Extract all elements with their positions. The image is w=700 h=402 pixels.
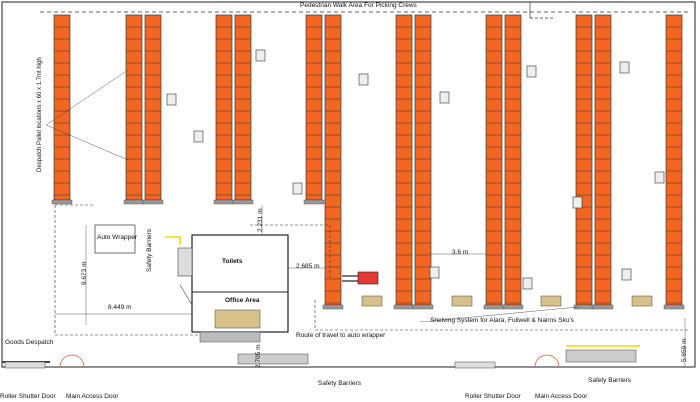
- barrier-office: [165, 236, 181, 245]
- leader-3: [419, 306, 579, 323]
- main-access-right-label: Main Access Door: [535, 393, 588, 400]
- goods-despatch-label: Goods Despatch: [5, 339, 54, 346]
- dim-5659-label: 5.659 m: [681, 338, 688, 363]
- dim-2231-label: 2.231 m: [257, 208, 264, 233]
- rack-column: [144, 14, 162, 201]
- picking-station-icon: [526, 65, 537, 78]
- picking-station-icon: [255, 49, 266, 62]
- picking-station-icon: [572, 196, 583, 209]
- picking-station-icon: [654, 171, 665, 184]
- main-access-door-right-arc: [534, 354, 560, 368]
- rack-base: [393, 304, 415, 310]
- rack-column: [125, 14, 143, 201]
- rack-base: [592, 304, 614, 310]
- rack-base: [663, 304, 685, 310]
- forklift-icon: [342, 271, 379, 285]
- dim-8449-label: 8.449 m: [108, 304, 132, 311]
- rack-column: [665, 14, 683, 306]
- pedestrian-walk-label: Pedestrian Walk Area For Picking Crews: [300, 2, 417, 9]
- floor-pallets-group: [361, 295, 653, 307]
- shelving-system-label: Shelving System for Alara, Fullwell & Na…: [430, 317, 574, 324]
- route-top-line: [250, 224, 331, 280]
- toilets-label: Toilets: [222, 258, 243, 265]
- main-access-left-label: Main Access Door: [66, 393, 119, 400]
- rack-column: [575, 14, 593, 306]
- rack-column: [53, 14, 71, 201]
- office-area-label: Office Area: [225, 297, 260, 304]
- safety-barriers-center-label: Safety Barriers: [318, 380, 361, 387]
- dim-9673-label: 9.673 m: [81, 261, 88, 286]
- rack-base: [412, 304, 434, 310]
- pallet-racking-group: [51, 14, 685, 310]
- dim-2685-label: 2.685 m: [296, 263, 320, 270]
- picking-station-icon: [429, 266, 440, 279]
- floor-pallet: [451, 295, 473, 307]
- warehouse-outer-wall: [1, 1, 696, 368]
- rack-base: [483, 304, 505, 310]
- rack-column: [414, 14, 432, 306]
- leader-1: [45, 69, 129, 126]
- toilet-side-unit: [177, 247, 193, 277]
- picking-station-icon: [292, 182, 303, 195]
- picking-station-icon: [522, 277, 533, 290]
- rack-column: [395, 14, 413, 306]
- roller-shutter-left: [4, 361, 46, 369]
- safety-barriers-right-label: Safety Barriers: [588, 377, 631, 384]
- rack-column: [485, 14, 503, 306]
- picking-station-icon: [166, 93, 177, 106]
- picking-station-icon: [621, 268, 632, 281]
- office-door-arc: [179, 284, 193, 306]
- despatch-route-line: [54, 205, 210, 336]
- rack-base: [232, 199, 254, 205]
- picking-station-icon: [193, 130, 204, 143]
- picking-station-icon: [619, 61, 630, 74]
- office-desks: [214, 309, 261, 329]
- rack-base: [502, 304, 524, 310]
- barrier-block-right: [565, 349, 637, 363]
- rack-column: [305, 14, 323, 201]
- dim-36-label: 3.6 m: [452, 249, 469, 256]
- barrier-block-center: [237, 353, 309, 365]
- auto-wrapper-label: Auto Wrapper: [97, 234, 137, 241]
- rack-base: [123, 199, 145, 205]
- rack-base: [213, 199, 235, 205]
- leader-2: [45, 124, 129, 161]
- rack-column: [504, 14, 522, 306]
- rack-column: [215, 14, 233, 201]
- dim-2705-label: 2.705 m: [255, 344, 262, 369]
- picking-station-icon: [439, 91, 450, 104]
- rack-base: [142, 199, 164, 205]
- rack-column: [324, 14, 342, 306]
- picking-stations-group: [166, 49, 665, 290]
- office-cabinets: [199, 331, 261, 343]
- rack-base: [322, 304, 344, 310]
- auto-wrapper-box: [94, 224, 136, 254]
- picking-station-icon: [358, 73, 369, 86]
- main-access-door-left-arc: [59, 354, 85, 368]
- roller-shutter-right: [454, 361, 496, 369]
- floor-pallet: [361, 295, 383, 307]
- rack-base: [51, 199, 73, 205]
- route-bottom-line: [314, 300, 690, 331]
- rack-column: [234, 14, 252, 201]
- roller-shutter-right-label: Roller Shutter Door: [465, 393, 521, 400]
- route-of-travel-label: Route of travel to auto wrapper: [296, 332, 386, 339]
- rack-column: [594, 14, 612, 306]
- rack-base: [303, 199, 325, 205]
- safety-barriers-vertical-label: Safety Barriers: [146, 229, 153, 272]
- floor-pallet: [540, 295, 562, 307]
- despatch-pallet-label: Despatch Pallet locations x 60 x 1.7mt h…: [37, 57, 43, 172]
- roller-shutter-left-label: Roller Shutter Door: [0, 393, 56, 400]
- floor-pallet: [631, 295, 653, 307]
